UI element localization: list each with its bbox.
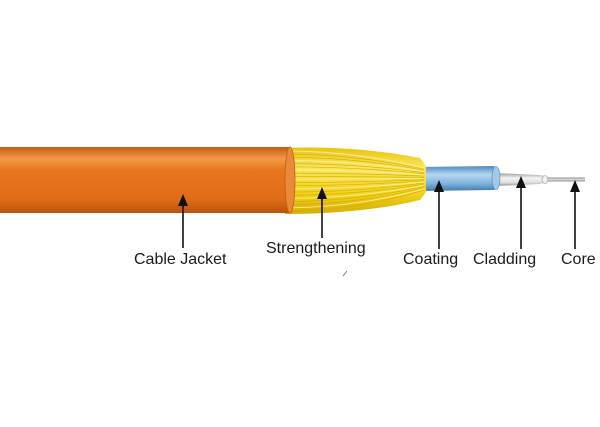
strengthening-strand (287, 153, 425, 170)
cable-jacket (0, 147, 291, 213)
strengthening-strands (287, 150, 425, 212)
arrow-strengthening (317, 187, 327, 238)
arrow-coating (434, 180, 444, 249)
strengthening-strand (287, 184, 425, 199)
label-cable-jacket: Cable Jacket (134, 251, 227, 268)
arrow-cladding (516, 176, 526, 249)
strengthening-strand (287, 156, 425, 171)
label-coating: Coating (403, 251, 459, 268)
strengthening-strand (287, 182, 425, 193)
strengthening-strand (287, 172, 425, 177)
arrow-cable-jacket (178, 194, 188, 248)
strengthening-strand (287, 187, 425, 206)
strengthening-strand (287, 180, 425, 187)
coating-end (491, 166, 501, 190)
strengthening-strand (287, 175, 425, 178)
label-strengthening: Strengthening (266, 240, 366, 257)
strengthening-strand (287, 188, 425, 209)
cladding-end (541, 175, 549, 184)
strengthening-strand (287, 169, 425, 176)
coating-layer (420, 166, 500, 191)
strengthening-strand (287, 150, 425, 169)
strengthening-strand (287, 163, 425, 173)
core-fiber (540, 177, 585, 182)
strengthening-strand (287, 166, 425, 175)
strengthening-strand (287, 179, 425, 183)
strengthening-strand (287, 183, 425, 196)
label-cladding: Cladding (473, 251, 537, 268)
strengthening-strand (287, 160, 425, 172)
strengthening-strand (287, 181, 425, 190)
cable-jacket-end (284, 146, 296, 214)
strengthening-strand (287, 189, 425, 212)
label-core: Core (561, 251, 596, 268)
strengthening-strand (287, 186, 425, 202)
strengthening-strand (287, 177, 425, 180)
arrow-core (570, 180, 580, 249)
stray-mark (342, 270, 348, 277)
